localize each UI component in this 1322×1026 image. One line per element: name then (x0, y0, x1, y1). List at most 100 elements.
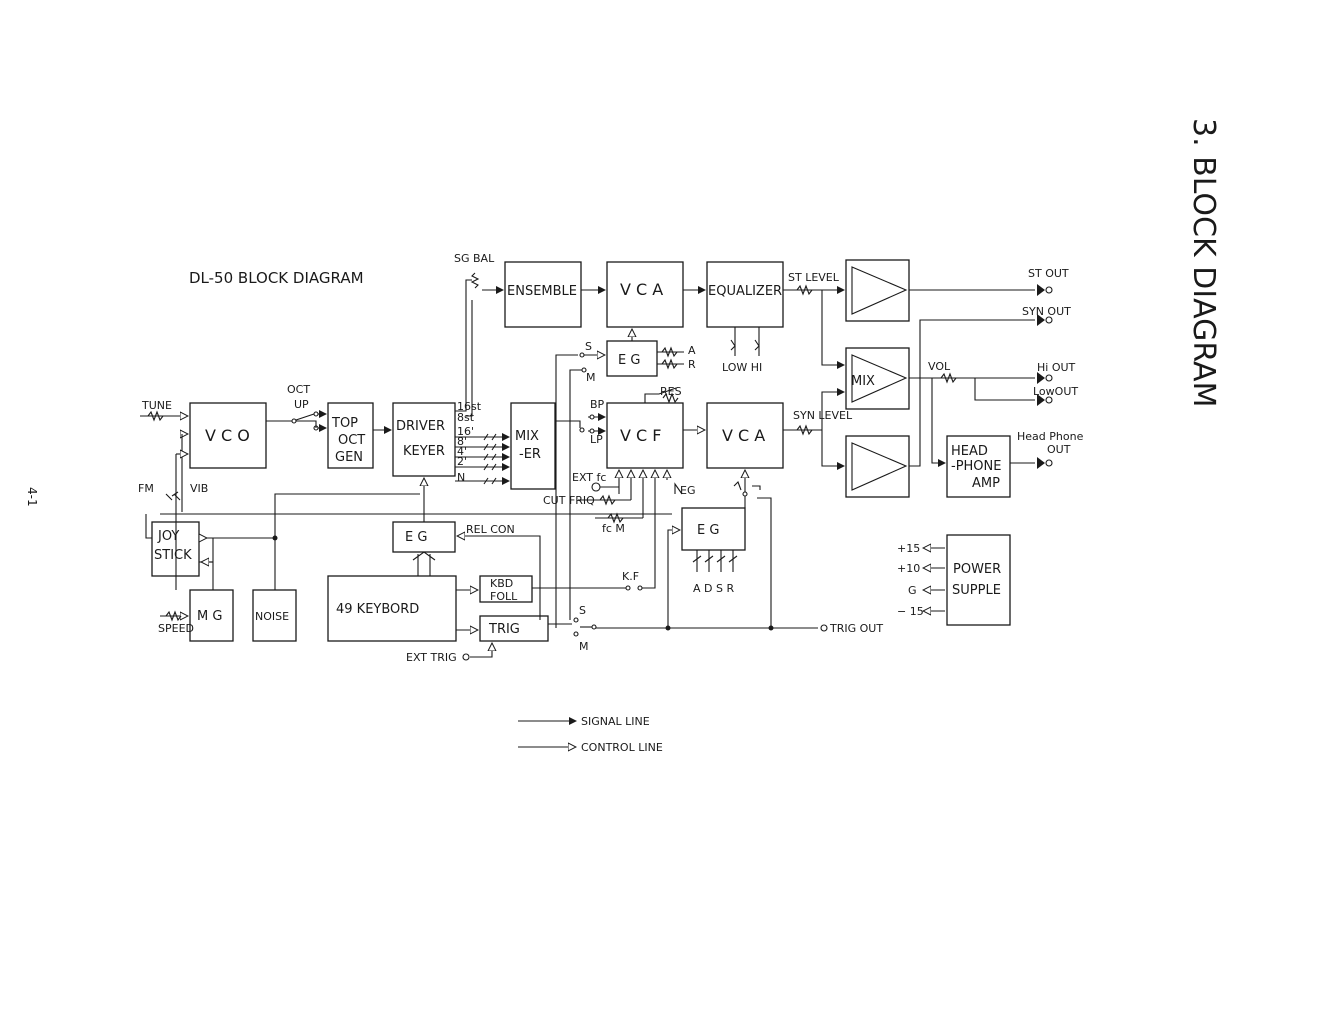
m-bottom-label: M (579, 640, 589, 653)
power-label: POWER (953, 562, 1001, 577)
vol-label: VOL (928, 360, 951, 373)
eg-r-label: R (688, 358, 696, 371)
amp-triangle-st (845, 259, 910, 322)
m-top-label: M (586, 371, 596, 384)
legend-signal: SIGNAL LINE (581, 715, 650, 728)
fm-label: FM (138, 482, 154, 495)
labels: TUNE OCT UP FM VIB SPEED SG BAL 16st 8st… (138, 252, 1084, 664)
feet-8: 8' (457, 435, 467, 448)
mix-right-label: MIX (851, 374, 875, 389)
low-hi-label: LOW HI (722, 361, 762, 374)
trig-block: TRIG (479, 615, 549, 642)
vca-mid-label: V C A (722, 426, 765, 445)
amp-triangle-syn (845, 435, 910, 498)
tune-label: TUNE (141, 399, 172, 412)
feet-2: 2' (457, 455, 467, 468)
st-out-label: ST OUT (1028, 267, 1069, 280)
mix-right-block: MIX (845, 347, 910, 410)
vcf-block: V C F (606, 402, 684, 469)
foll-label: FOLL (490, 590, 518, 603)
low-out-label: LowOUT (1033, 385, 1078, 398)
top-oct-gen-block: TOP OCT GEN (327, 402, 374, 469)
rail-minus15: − 15 (897, 605, 924, 618)
page-heading: 3. BLOCK DIAGRAM (1186, 118, 1221, 407)
head-label: HEAD (951, 444, 988, 459)
trig-label: TRIG (488, 622, 520, 637)
mg-label: M G (197, 609, 222, 624)
eg-left-label: E G (405, 530, 427, 545)
trig-out-label: TRIG OUT (829, 622, 883, 635)
vib-label: VIB (190, 482, 208, 495)
signal-lines (140, 272, 1053, 485)
top-oct-gen-line3: GEN (335, 450, 363, 465)
mixer-line1: MIX (515, 429, 539, 444)
rail-g: G (908, 584, 917, 597)
noise-label: NOISE (255, 610, 289, 623)
adsr-label: A D S R (693, 582, 734, 595)
hi-out-label: Hi OUT (1037, 361, 1076, 374)
feet-16: 16' (457, 425, 474, 438)
power-supply-block: POWER SUPPLE (946, 534, 1011, 626)
eg-amt-label: EG (680, 484, 695, 497)
driver-label: DRIVER (396, 419, 445, 434)
mixer-line2: -ER (519, 447, 541, 462)
syn-out-label: SYN OUT (1022, 305, 1071, 318)
ensemble-block: ENSEMBLE (504, 261, 582, 328)
noise-block: NOISE (252, 589, 297, 642)
feet-n: N (457, 471, 465, 484)
s-top-label: S (585, 340, 592, 353)
headphone-label: Head Phone (1017, 430, 1084, 443)
eg-mid-block: E G (681, 507, 746, 551)
oct-label: OCT (287, 383, 310, 396)
driver-keyer-block: DRIVER KEYER (392, 402, 456, 477)
feet-16st: 16st (457, 400, 482, 413)
vco-block: V C O (189, 402, 267, 469)
vcf-label: V C F (620, 426, 662, 445)
rail-plus10: +10 (897, 562, 920, 575)
equalizer-label: EQUALIZER (708, 284, 782, 299)
diagram-title: DL-50 BLOCK DIAGRAM (189, 269, 364, 287)
top-oct-gen-line1: TOP (331, 416, 358, 431)
phone-label: -PHONE (951, 459, 1001, 474)
eg-left-block: E G (392, 521, 456, 553)
bp-label: BP (590, 398, 605, 411)
ext-fc-label: EXT fc (572, 471, 606, 484)
cut-frq-label: CUT FRIQ (543, 494, 595, 507)
s-bottom-label: S (579, 604, 586, 617)
top-oct-gen-line2: OCT (338, 433, 365, 448)
speed-label: SPEED (158, 622, 194, 635)
head-phone-amp-block: HEAD -PHONE AMP (946, 435, 1011, 498)
keyboard-label: 49 KEYBORD (336, 602, 419, 617)
feet-4: 4' (457, 445, 467, 458)
eg-top-block: E G (606, 340, 658, 377)
fc-m-label: fc M (602, 522, 625, 535)
syn-level-label: SYN LEVEL (793, 409, 853, 422)
mg-block: M G (189, 589, 234, 642)
legend-control: CONTROL LINE (581, 741, 663, 754)
eg-mid-label: E G (697, 523, 719, 538)
joy-label: JOY (157, 529, 179, 544)
keyboard-block: 49 KEYBORD (327, 575, 457, 642)
kbd-foll-block: KBD FOLL (479, 575, 533, 603)
kf-label: K.F (622, 570, 639, 583)
rail-plus15: +15 (897, 542, 920, 555)
res-label: RES (660, 385, 682, 398)
page-number: 4-1 (25, 487, 39, 507)
vca-top-label: V C A (620, 280, 663, 299)
up-label: UP (294, 398, 309, 411)
eg-top-label: E G (618, 353, 640, 368)
headphone-out-label: OUT (1047, 443, 1071, 456)
legend: SIGNAL LINE CONTROL LINE (518, 715, 663, 754)
kbd-label: KBD (490, 577, 513, 590)
stick-label: STICK (154, 548, 192, 563)
mixer-block: MIX -ER (510, 402, 556, 490)
sg-bal-label: SG BAL (454, 252, 495, 265)
ensemble-label: ENSEMBLE (507, 284, 577, 299)
feet-8st: 8st (457, 411, 475, 424)
vca-mid-block: V C A (706, 402, 784, 469)
rel-con-label: REL CON (466, 523, 515, 536)
keyer-label: KEYER (403, 444, 445, 459)
vca-top-block: V C A (606, 261, 684, 328)
